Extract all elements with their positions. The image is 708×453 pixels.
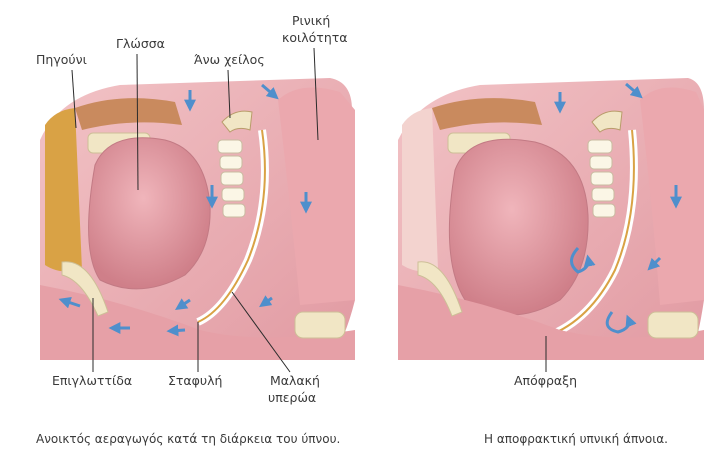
left-panel-open-airway: Πηγούνι Γλώσσα Άνω χείλος Ρινική κοιλότη…: [36, 13, 355, 446]
right-panel-obstructive-apnea: Απόφραξη Η αποφρακτική υπνική άπνοια.: [398, 78, 704, 446]
label-tongue: Γλώσσα: [116, 36, 165, 51]
label-nasal-cavity-line2: κοιλότητα: [282, 30, 348, 45]
label-soft-palate-line1: Μαλακή: [270, 373, 320, 388]
label-epiglottis: Επιγλωττίδα: [52, 373, 132, 388]
label-uvula: Σταφυλή: [168, 373, 222, 388]
vertebra: [295, 312, 345, 338]
tongue: [449, 139, 588, 315]
label-soft-palate-line2: υπερώα: [268, 390, 316, 405]
label-chin: Πηγούνι: [36, 52, 87, 67]
chin-fat-layer: [402, 108, 438, 272]
caption-right: Η αποφρακτική υπνική άπνοια.: [484, 432, 668, 446]
tongue: [89, 138, 211, 289]
label-obstruction: Απόφραξη: [514, 373, 577, 388]
label-nasal-cavity-line1: Ρινική: [292, 13, 330, 28]
caption-left: Ανοικτός αεραγωγός κατά τη διάρκεια του …: [36, 432, 340, 446]
label-upper-lip: Άνω χείλος: [194, 52, 265, 67]
vertebra: [648, 312, 698, 338]
